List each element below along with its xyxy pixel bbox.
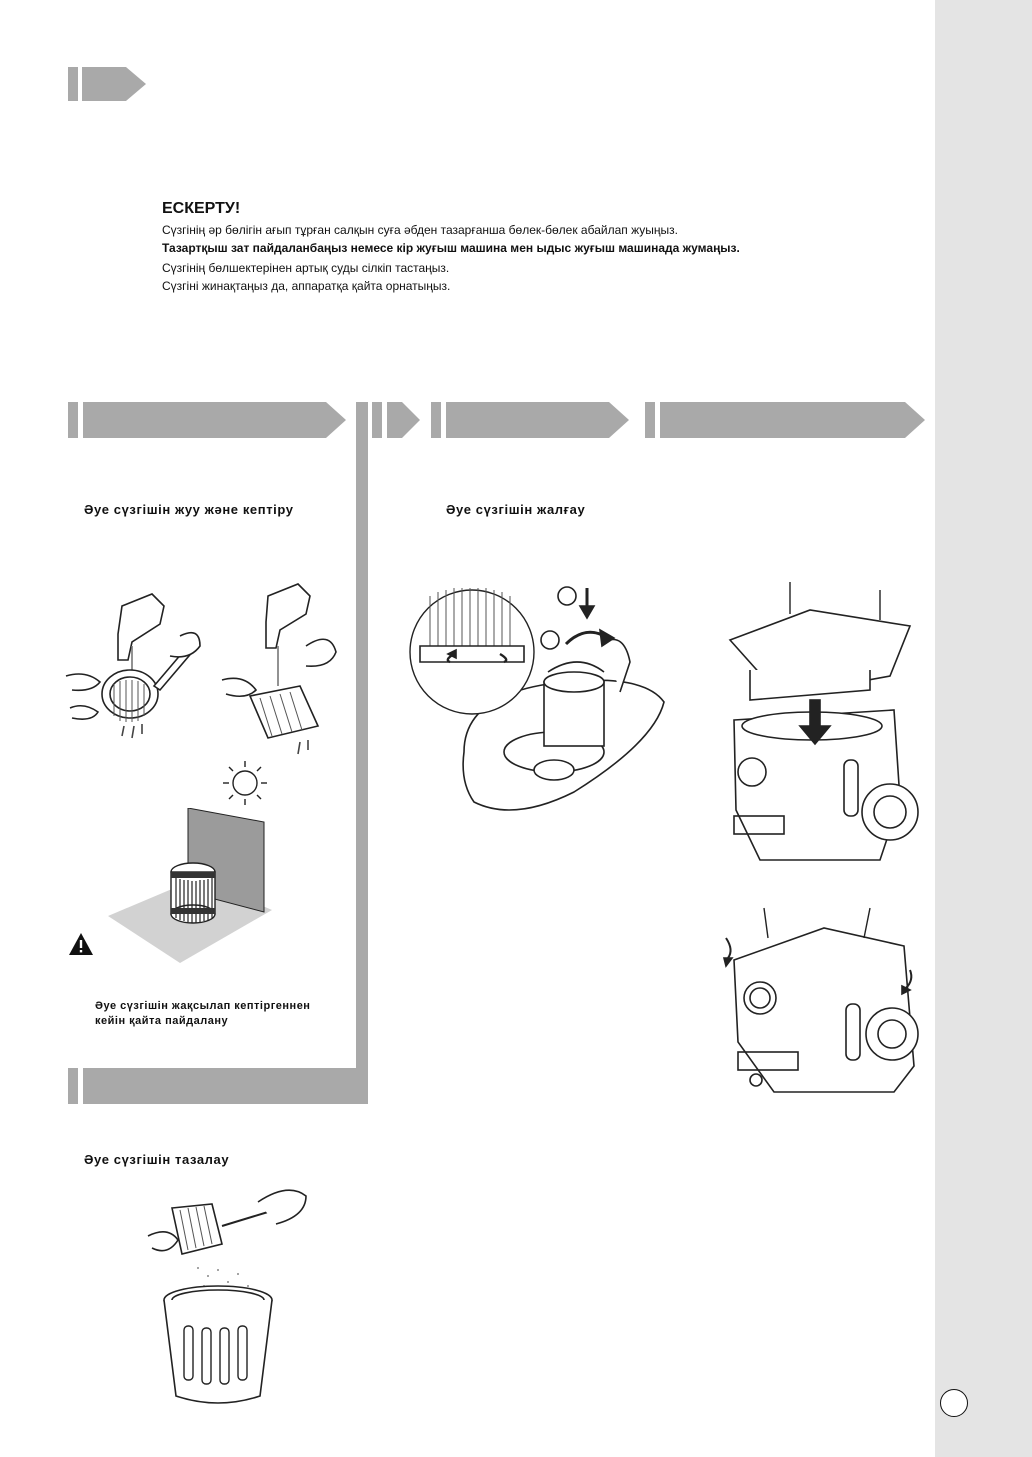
column-separator <box>356 402 368 1104</box>
warning-triangle-icon <box>69 933 93 955</box>
illustration-clean-filter-bin <box>147 1189 307 1404</box>
warning-line-4: Сүзгіні жинақтаңыз да, аппаратқа қайта о… <box>162 279 451 293</box>
section-banner-divider <box>372 402 420 438</box>
page-sidebar <box>935 0 1032 1457</box>
sun-icon <box>223 761 267 805</box>
section-banner-assemble <box>645 402 925 438</box>
section-banner-connect <box>431 402 629 438</box>
warning-line-3: Сүзгінің бөлшектерінен артық суды сілкіп… <box>162 261 450 275</box>
note-dry-reuse: Әуе сүзгішін жақсылап кептіргеннен кейін… <box>95 1000 311 1027</box>
section-banner-clean <box>68 1068 358 1104</box>
caption-wash-dry: Әуе сүзгішін жуу және кептіру <box>84 502 294 517</box>
illustration-wash-filter-right <box>221 583 337 755</box>
warning-line-1: Сүзгінің әр бөлігін ағып тұрған салқын с… <box>162 223 678 237</box>
illustration-assemble-lid <box>728 582 919 861</box>
illustration-connect-filter <box>409 586 665 811</box>
warning-title: ЕСКЕРТУ! <box>162 200 241 217</box>
page-number-badge <box>940 1389 968 1417</box>
header-arrow-banner <box>68 67 146 101</box>
caption-clean: Әуе сүзгішін тазалау <box>84 1152 230 1167</box>
caption-connect: Әуе сүзгішін жалғау <box>446 502 586 517</box>
illustration-wash-filter-left <box>65 593 201 739</box>
warning-line-2: Тазартқыш зат пайдаланбаңыз немесе кір ж… <box>162 241 740 255</box>
illustration-dry-in-shade <box>108 808 272 963</box>
section-banner-wash <box>68 402 346 438</box>
illustration-assemble-close <box>722 907 919 1093</box>
